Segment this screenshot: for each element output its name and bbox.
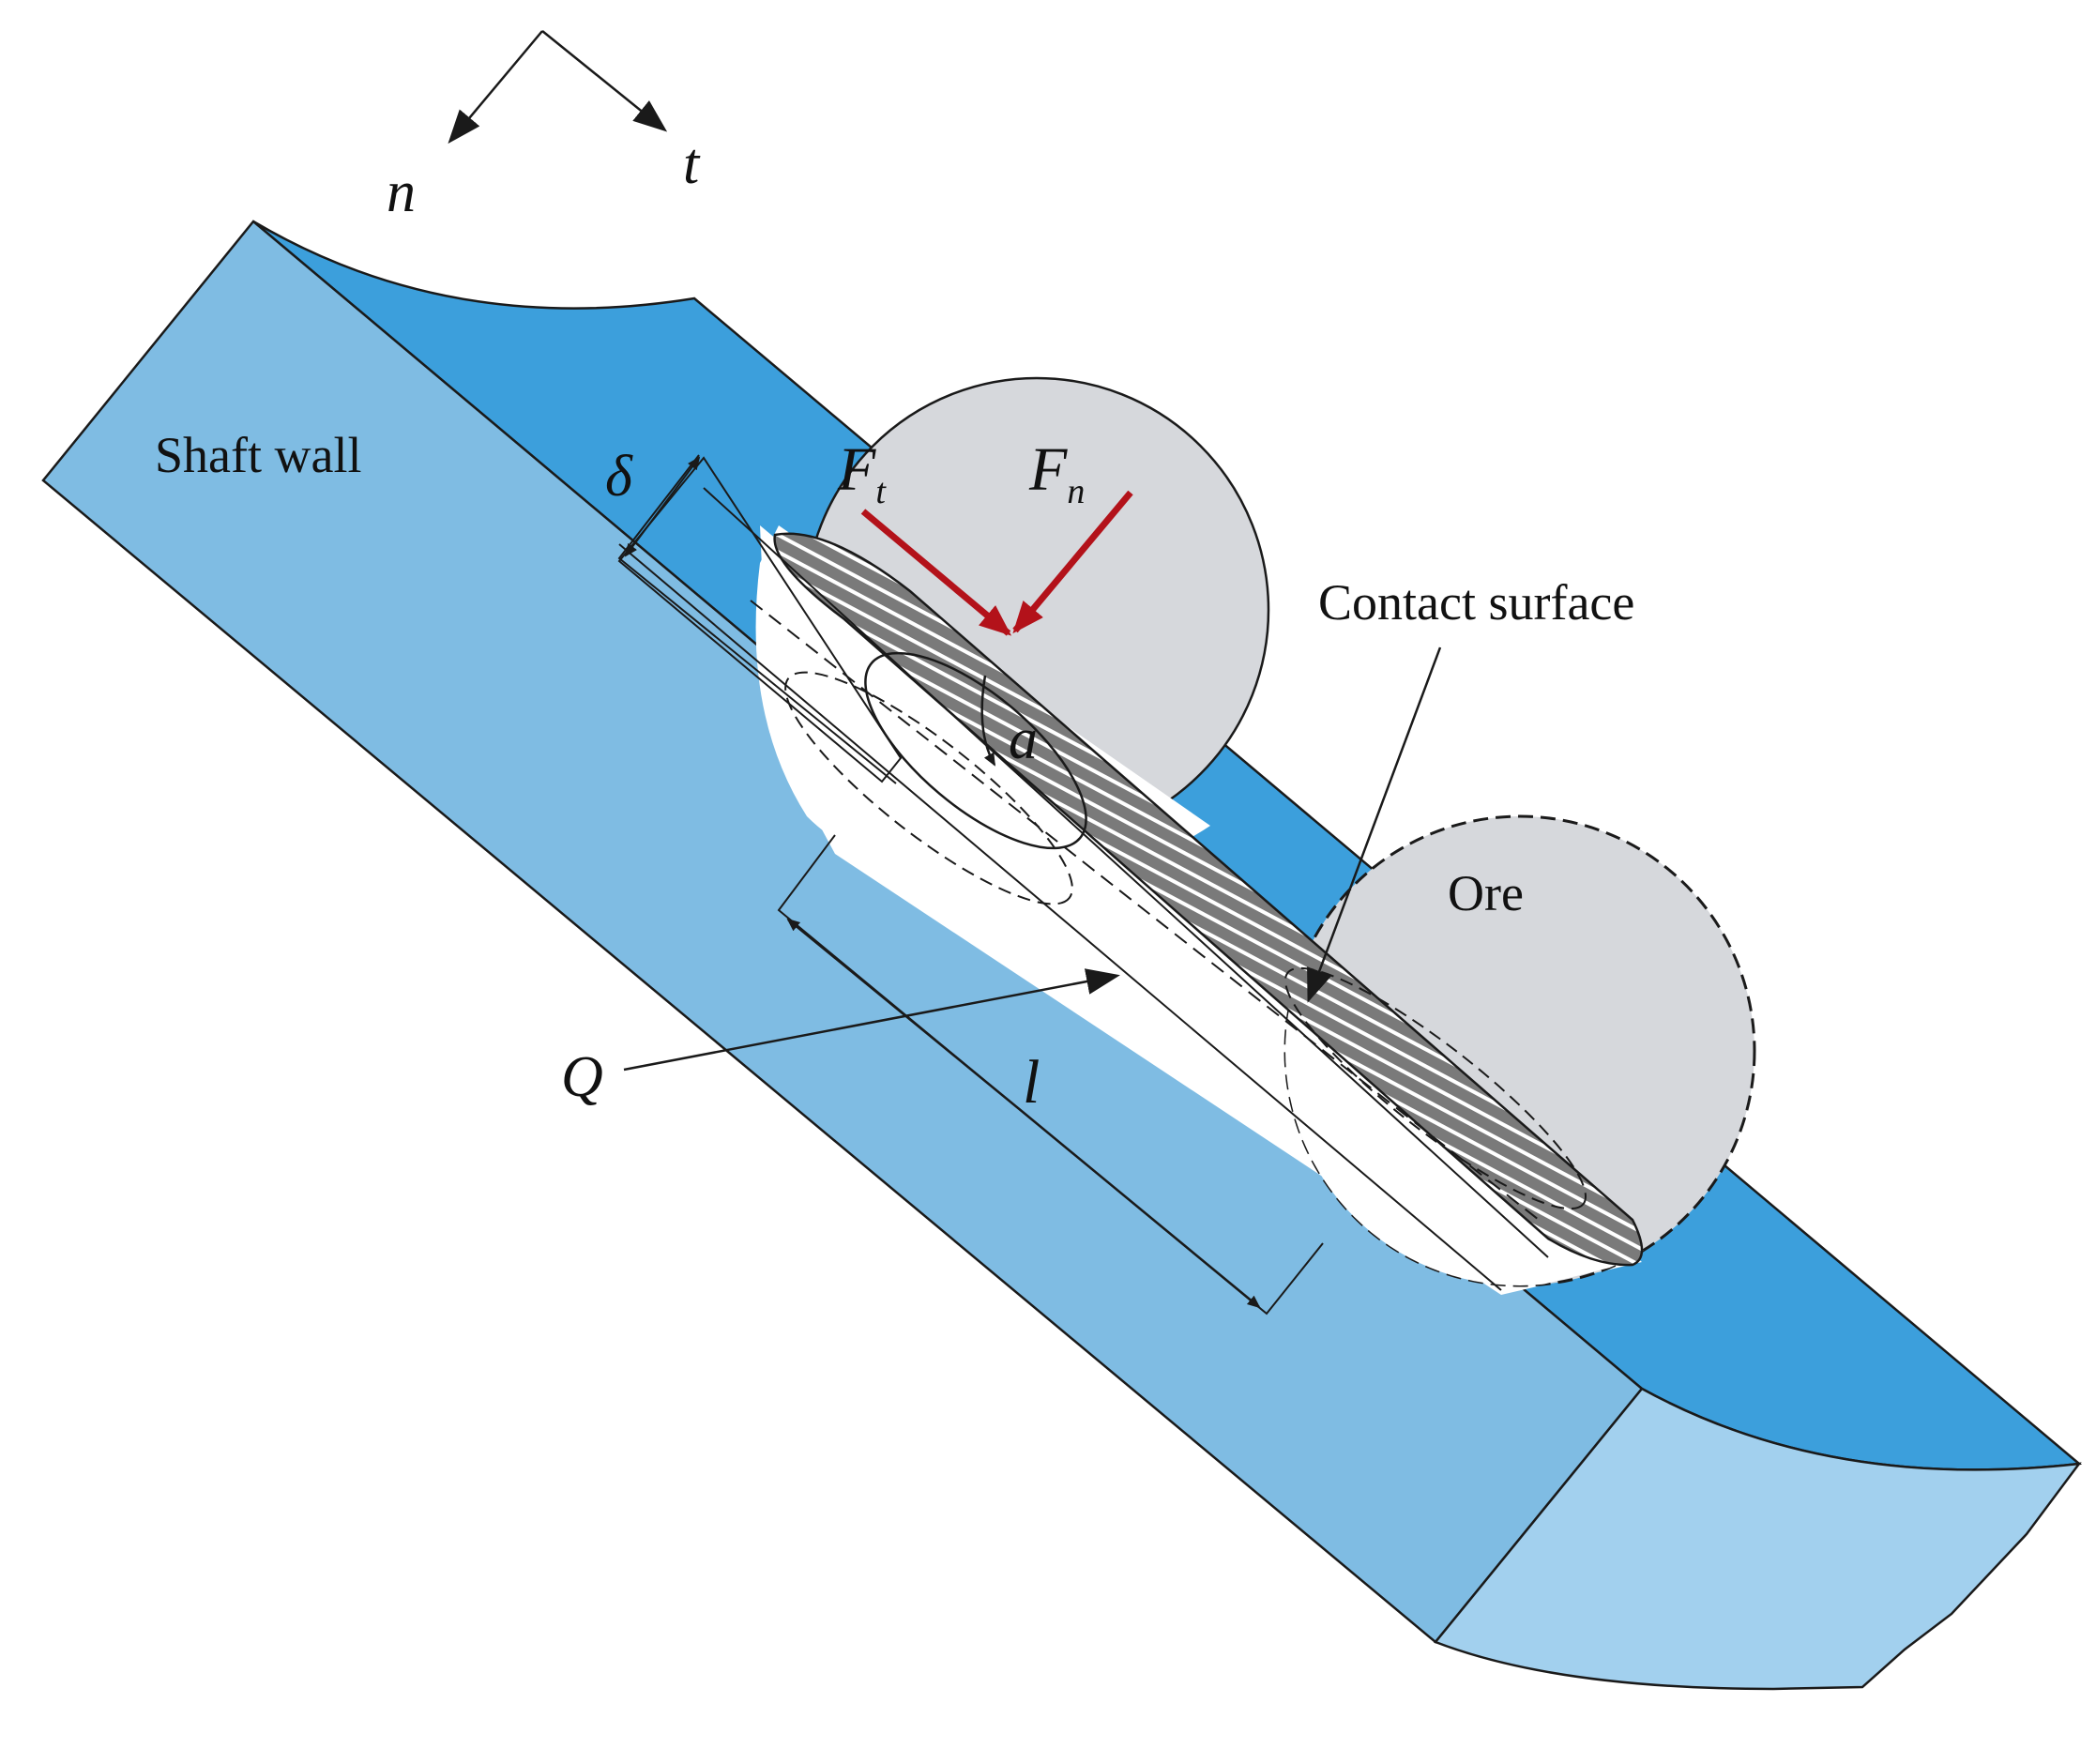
n-axis-arrow [448, 30, 543, 144]
delta-label: δ [605, 445, 633, 509]
q-pointer-arrow [623, 968, 1120, 1072]
l-arrow-down [1022, 1111, 1261, 1309]
contact-surface-label: Contact surface [1318, 574, 1634, 631]
t-axis-label: t [683, 132, 701, 196]
contact-surface-hatch [773, 532, 1644, 1267]
contact-ellipse-upper [864, 651, 1087, 850]
t-axis-arrow [541, 30, 668, 132]
force-ft-arrow [860, 509, 1012, 636]
delta-dimension-bracket [617, 454, 897, 784]
shaft-end-face [1433, 1387, 2082, 1691]
ore-label: Ore [1448, 865, 1524, 921]
force-ft-label: Ft [837, 435, 887, 511]
wall-edge-line-2 [703, 487, 1549, 1258]
contact-ellipse-upper-dashed [784, 671, 1073, 905]
n-axis-label: n [387, 160, 416, 224]
alpha-angle-arc [980, 675, 996, 767]
contact-surface-pointer [1307, 646, 1442, 1003]
l-label: l [1023, 1048, 1040, 1117]
contact-ellipse-lower-dashed [1283, 966, 1587, 1210]
wall-dashed-line [750, 600, 1540, 1221]
q-label: Q [561, 1045, 603, 1109]
force-fn-arrow [1012, 490, 1133, 634]
delta-arrow-back [624, 506, 663, 557]
shaft-wall-label: Shaft wall [155, 427, 361, 483]
delta-arrow [661, 456, 701, 508]
alpha-label: a [1009, 707, 1038, 771]
wall-edge-line-1 [618, 543, 1502, 1291]
force-fn-label: Fn [1028, 435, 1085, 511]
